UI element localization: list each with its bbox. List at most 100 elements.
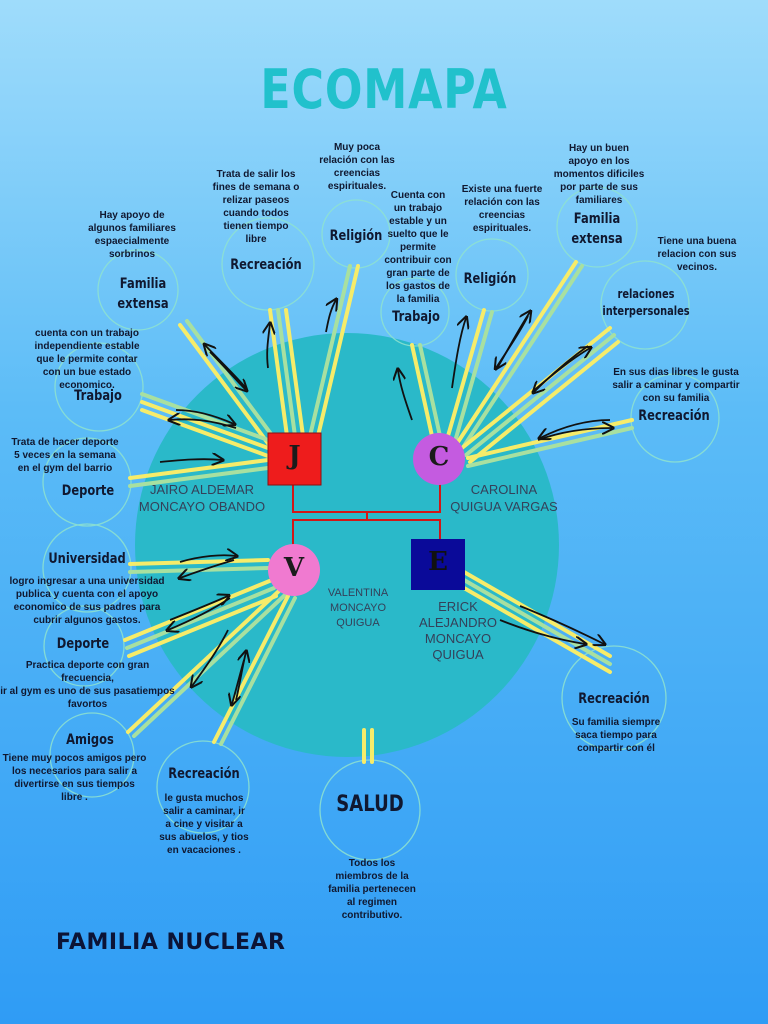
- note-line: espirituales.: [472, 223, 532, 234]
- note-recreacion-j: Trata de salir los fines de semana o rel…: [200, 168, 312, 246]
- note-line: momentos dificiles: [553, 169, 645, 180]
- link-c-trabajo: [410, 343, 442, 438]
- member-name-line: MONCAYO: [424, 631, 492, 646]
- note-line: contributivo.: [341, 910, 403, 921]
- note-line: relación con las: [464, 197, 540, 208]
- note-line: en vacaciones .: [167, 845, 241, 856]
- note-line: Existe una fuerte: [461, 184, 543, 195]
- system-label-recreacion-v: Recreación: [168, 766, 240, 782]
- link-v-universidad: [128, 558, 270, 574]
- note-line: Tiene una buena: [657, 236, 737, 247]
- note-recreacion-e: Su familia siempre saca tiempo para comp…: [560, 716, 672, 755]
- note-line: miembros de la: [335, 871, 409, 882]
- member-letter-j: J: [288, 441, 301, 471]
- system-label-recreacion-c: Recreación: [638, 408, 710, 424]
- system-circle-familia-extensa-right: [556, 186, 638, 268]
- note-line: relizar paseos: [222, 195, 290, 206]
- note-line: salir a caminar, ir: [163, 806, 245, 817]
- link-j-trabajo: [140, 392, 270, 458]
- arrow-flow: [180, 559, 235, 578]
- system-circle-recreacion-v: [156, 740, 250, 834]
- note-deporte-j: Trata de hacer deporte 5 veces en la sem…: [4, 436, 126, 475]
- note-line: cuenta con un trabajo: [35, 328, 139, 339]
- note-amigos: Tiene muy pocos amigos pero los necesari…: [2, 752, 147, 804]
- member-name-c: CAROLINA QUIGUA VARGAS: [438, 481, 570, 515]
- member-name-line: CAROLINA: [470, 482, 538, 497]
- note-line: con su familia: [642, 393, 710, 404]
- note-trabajo-c: Cuenta con un trabajo estable y un suelt…: [377, 189, 459, 306]
- member-name-e: ERICK ALEJANDRO MONCAYO QUIGUA: [418, 599, 498, 663]
- member-node-e: [411, 539, 465, 590]
- system-label-amigos: Amigos: [66, 732, 114, 748]
- arrow-flow: [519, 605, 604, 644]
- member-name-line: MONCAYO OBANDO: [138, 499, 266, 514]
- label-line: extensa: [117, 296, 169, 312]
- note-line: Trata de salir los: [216, 169, 296, 180]
- system-label-deporte-j: Deporte: [61, 483, 115, 499]
- label-line: interpersonales: [602, 304, 690, 318]
- note-religion-c: Existe una fuerte relación con las creen…: [448, 183, 556, 235]
- member-name-line: QUIGUA: [336, 617, 380, 629]
- note-line: cuando todos: [223, 208, 289, 219]
- link-v-recreacion: [212, 594, 297, 746]
- arrow-flow: [325, 300, 336, 333]
- arrow-flow: [169, 596, 228, 621]
- note-line: Todos los: [348, 858, 396, 869]
- note-line: le gusta muchos: [164, 793, 244, 804]
- note-line: saca tiempo para: [575, 730, 657, 741]
- system-circle-recreacion-c: [630, 373, 720, 463]
- link-v-amigos: [126, 588, 288, 738]
- note-recreacion-c: En sus dias libres le gusta salir a cami…: [596, 366, 756, 405]
- system-label-universidad: Universidad: [48, 551, 126, 567]
- member-letter-v: V: [283, 553, 305, 583]
- note-line: los gastos de: [386, 281, 450, 292]
- system-circle-trabajo-j: [54, 342, 144, 432]
- link-c-religion: [446, 308, 494, 440]
- system-circle-relaciones: [600, 260, 690, 350]
- note-line: independiente estable: [34, 341, 140, 352]
- note-line: 5 veces en la semana: [14, 450, 116, 461]
- link-j-religion: [308, 264, 360, 438]
- note-line: con un bue estado: [42, 367, 132, 378]
- footer-title: FAMILIA NUCLEAR: [56, 930, 286, 955]
- note-line: compartir con él: [577, 743, 655, 754]
- member-node-v: [268, 544, 320, 596]
- note-recreacion-v: le gusta muchos salir a caminar, ir a ci…: [146, 792, 262, 857]
- system-label-relaciones: relaciones interpersonales: [597, 286, 695, 320]
- member-name-line: JAIRO ALDEMAR: [149, 482, 255, 497]
- arrow-flow: [398, 370, 413, 421]
- note-line: apoyo en los: [568, 156, 630, 167]
- system-label-recreacion-j: Recreación: [230, 257, 302, 273]
- arrow-flow: [540, 419, 611, 438]
- note-line: favortos: [67, 699, 108, 710]
- system-label-salud: SALUD: [336, 792, 404, 817]
- member-name-line: ERICK: [438, 599, 478, 614]
- note-line: la familia: [396, 294, 440, 305]
- note-line: Tiene muy pocos amigos pero: [2, 753, 147, 764]
- note-line: salir a caminar y compartir: [612, 380, 740, 391]
- note-line: suelto que le: [387, 229, 449, 240]
- note-line: a cine y visitar a: [165, 819, 243, 830]
- note-familia-extensa-right: Hay un buen apoyo en los momentos difici…: [546, 142, 652, 207]
- arrow-flow: [232, 659, 245, 704]
- system-circle-deporte-v: [43, 605, 125, 687]
- system-circle-amigos: [49, 712, 135, 798]
- note-line: Su familia siempre: [571, 717, 661, 728]
- member-name-line: ALEJANDRO: [418, 615, 498, 630]
- note-line: permite: [399, 242, 437, 253]
- member-name-line: QUIGUA: [432, 647, 484, 662]
- note-line: al regimen: [346, 897, 398, 908]
- system-circle-recreacion-e: [561, 645, 667, 751]
- note-line: divertirse en sus tiempos: [14, 779, 135, 790]
- note-deporte-v: Practica deporte con gran frecuencia, ir…: [0, 659, 175, 711]
- system-label-familia-extensa-right: Familia extensa: [563, 209, 630, 249]
- member-node-c: [413, 433, 465, 485]
- note-religion-j: Muy poca relación con las creencias espi…: [308, 141, 406, 193]
- arrow-flow: [499, 619, 585, 644]
- link-j-familia-extensa: [178, 319, 279, 448]
- member-name-v: VALENTINA MONCAYO QUIGUA: [318, 586, 398, 631]
- system-label-trabajo-j: Trabajo: [74, 388, 122, 404]
- note-line: Hay un buen: [568, 143, 629, 154]
- link-family-salud: [362, 728, 374, 764]
